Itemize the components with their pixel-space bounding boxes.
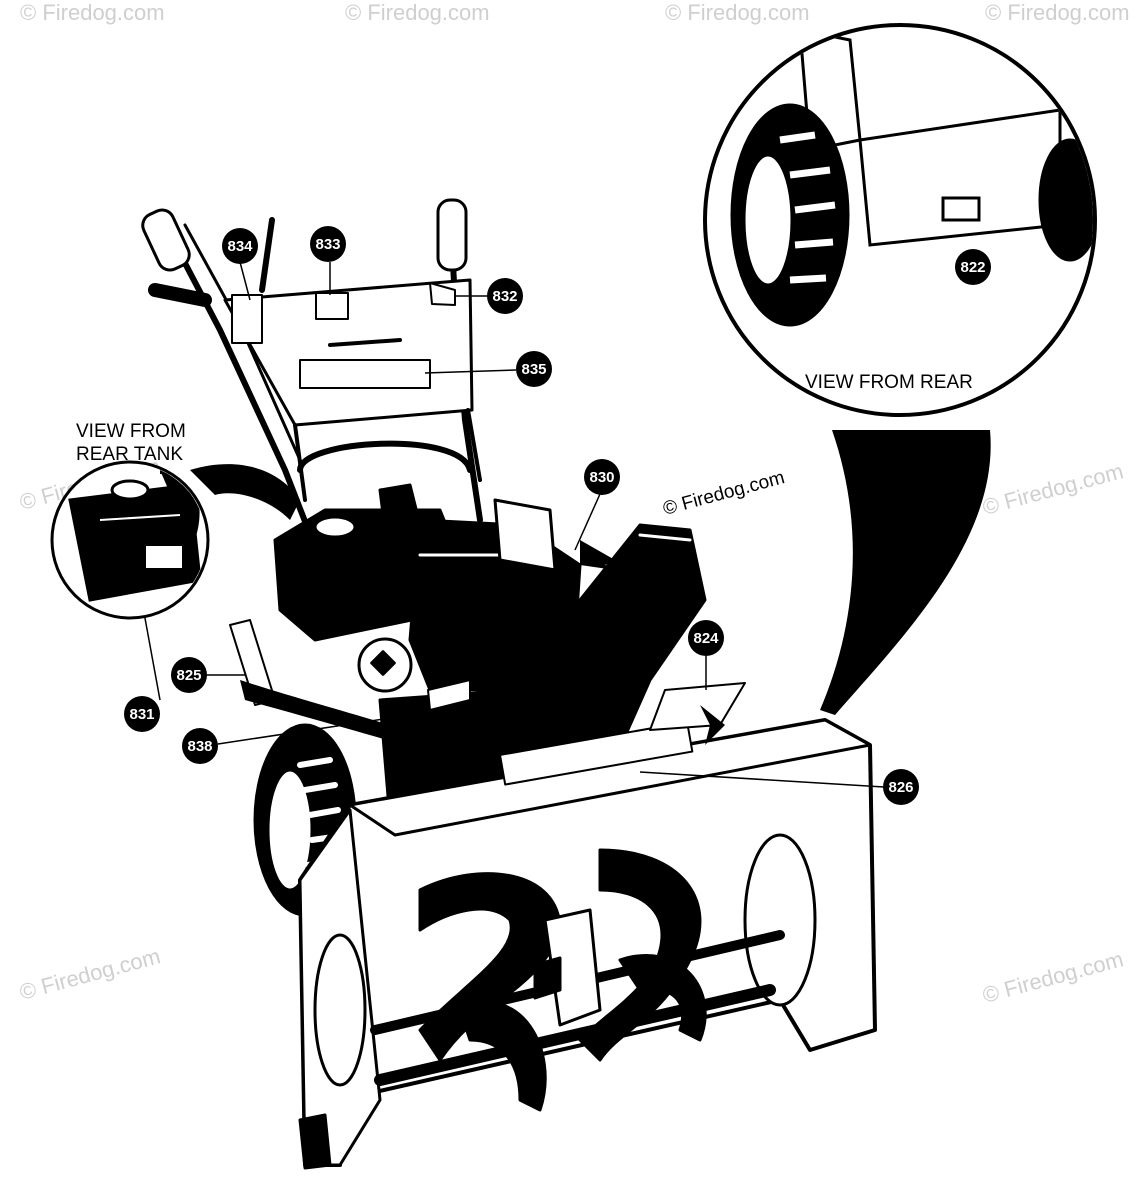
callout-label: 825 — [176, 667, 201, 684]
control-lever — [259, 217, 275, 293]
callout-832: 832 — [487, 278, 523, 314]
rear-right-wheel — [1038, 138, 1093, 262]
callout-833: 833 — [310, 226, 346, 262]
watermark-text: © Firedog.com — [20, 0, 165, 25]
callout-label: 826 — [888, 779, 913, 796]
callout-826: 826 — [883, 769, 919, 805]
callout-label: 822 — [960, 259, 985, 276]
rear-view-connector — [820, 430, 991, 715]
right-grip — [436, 198, 468, 272]
watermark-text: © Firedog.com — [980, 458, 1126, 520]
auger-right-spiral — [578, 848, 702, 1062]
watermark-text: © Firedog.com — [665, 0, 810, 25]
callout-825: 825 — [171, 657, 207, 693]
callout-label: 831 — [129, 706, 154, 723]
auger-left-spiral — [418, 872, 562, 1062]
callout-label: 830 — [589, 469, 614, 486]
rear-tank-label-line2: REAR TANK — [76, 444, 183, 465]
callout-label: 838 — [187, 738, 212, 755]
watermark-text: © Firedog.com — [345, 0, 490, 25]
callout-label: 824 — [693, 630, 719, 647]
watermark-text: © Firedog.com — [980, 946, 1126, 1008]
left-handle — [162, 222, 323, 563]
pointer-arrows — [240, 540, 725, 765]
rear-view-inset: VIEW FROM REAR — [703, 23, 1097, 417]
callout-830: 830 — [584, 459, 620, 495]
callout-834: 834 — [222, 228, 258, 264]
copyright-text: © Firedog.com — [661, 467, 787, 520]
skid-shoe — [298, 1113, 332, 1170]
callout-838: 838 — [182, 728, 218, 764]
left-grip — [141, 208, 191, 272]
watermark-text: © Firedog.com — [17, 943, 163, 1005]
callout-822: 822 — [955, 249, 991, 285]
callout-badges: 834 833 832 835 822 830 824 825 — [124, 226, 991, 805]
rear-tank-inset: VIEW FROM REAR TANK — [50, 421, 210, 620]
callout-label: 832 — [492, 288, 517, 305]
watermark-text: © Firedog.com — [985, 0, 1130, 25]
tank-view-connector — [190, 464, 300, 520]
rear-tank-label-line1: VIEW FROM — [76, 421, 186, 442]
rear-view-label: VIEW FROM REAR — [805, 372, 973, 393]
callout-label: 835 — [521, 361, 546, 378]
snow-blower-illustration — [141, 198, 877, 1170]
fuel-cap — [313, 515, 357, 539]
callout-835: 835 — [516, 351, 552, 387]
callout-824: 824 — [688, 620, 724, 656]
callout-label: 834 — [227, 238, 253, 255]
callout-831: 831 — [124, 696, 160, 732]
callout-label: 833 — [315, 236, 340, 253]
